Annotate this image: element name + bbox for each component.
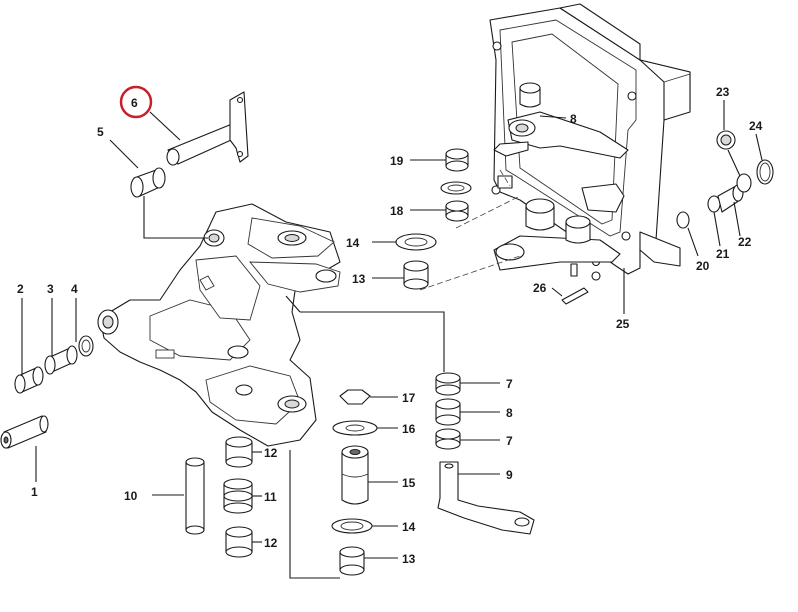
- callout-20: 20: [696, 259, 710, 273]
- pin-with-plate-6: [166, 91, 249, 166]
- callout-7b: 7: [506, 434, 513, 448]
- rear-frame-assembly: [419, 3, 691, 305]
- nut-17: [339, 389, 371, 405]
- bushing-stack-7-8: [435, 372, 461, 450]
- callout-7a: 7: [506, 377, 513, 391]
- callout-15: 15: [402, 476, 416, 490]
- callout-18: 18: [390, 204, 404, 218]
- callout-16: 16: [402, 422, 416, 436]
- callout-19: 19: [390, 154, 404, 168]
- callout-9: 9: [506, 468, 513, 482]
- pin-1: [0, 415, 49, 449]
- callout-4: 4: [71, 282, 78, 296]
- front-axle-housing: [97, 203, 341, 447]
- callout-1: 1: [31, 485, 38, 499]
- callout-13a: 13: [352, 272, 366, 286]
- callout-23: 23: [716, 85, 730, 99]
- callout-2: 2: [17, 282, 24, 296]
- highlight-circle: [119, 85, 153, 119]
- callout-14b: 14: [402, 520, 416, 534]
- callout-6: 6: [131, 96, 138, 110]
- kingpin-15: [341, 451, 369, 505]
- callout-5: 5: [97, 125, 104, 139]
- callout-17: 17: [402, 391, 416, 405]
- bracket-9: [437, 461, 535, 535]
- ring-23b: [736, 173, 752, 193]
- callout-labels: 6 5 2 3 4 1 10 12 11 12 17 16 15 14 13 7…: [17, 85, 763, 566]
- callout-8b: 8: [506, 406, 513, 420]
- callout-25: 25: [616, 317, 630, 331]
- callout-14a: 14: [346, 236, 360, 250]
- callout-12a: 12: [264, 446, 278, 460]
- bushing-stack-13-14-18-19: [395, 148, 472, 290]
- bushing-stack-11-12: [223, 436, 253, 558]
- callout-22: 22: [738, 235, 752, 249]
- callout-24: 24: [749, 119, 763, 133]
- seal-and-bushing-set: [676, 130, 774, 229]
- o-ring-20: [676, 211, 690, 229]
- callout-10: 10: [124, 489, 138, 503]
- callout-21: 21: [716, 247, 730, 261]
- bushing-stack-2-3-4: [14, 335, 94, 394]
- callout-26: 26: [533, 281, 547, 295]
- bushing-5: [130, 167, 166, 198]
- callout-13b: 13: [402, 552, 416, 566]
- callout-11: 11: [264, 490, 277, 504]
- kingpin-stack-13-17: [331, 389, 378, 576]
- callout-12b: 12: [264, 536, 278, 550]
- leader-lines: [21, 100, 763, 579]
- callout-8a: 8: [570, 112, 577, 126]
- callout-3: 3: [47, 282, 54, 296]
- pin-10: [185, 457, 205, 535]
